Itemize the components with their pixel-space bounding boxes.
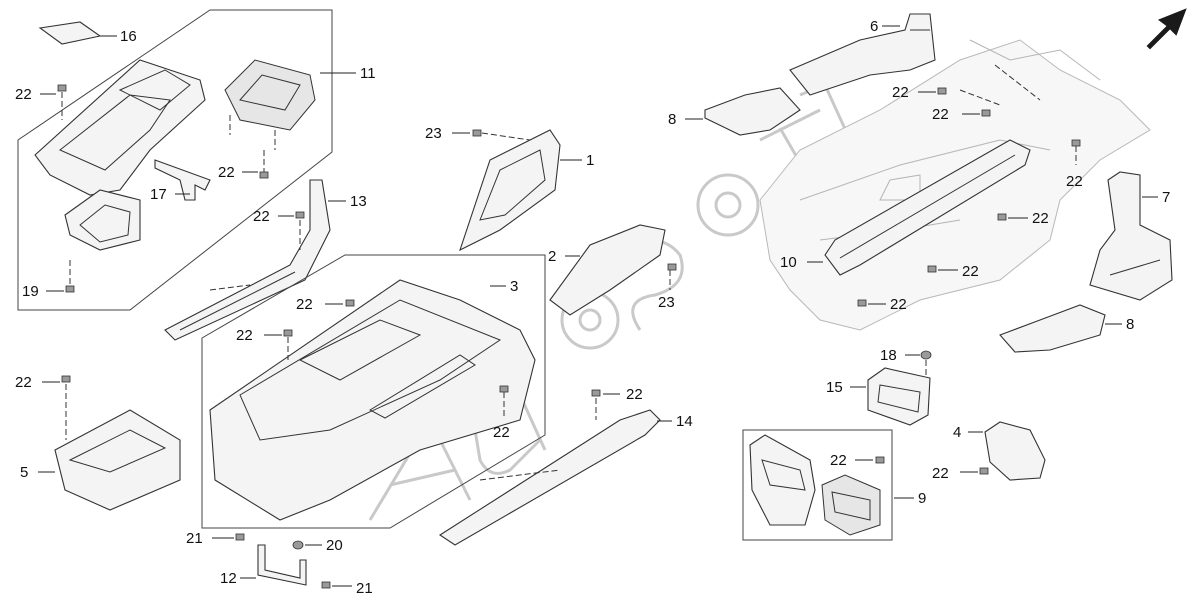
part-8-duct-upper: 8 <box>668 87 801 136</box>
callout-22-b: 22 <box>218 164 235 181</box>
part-15-rear-vent: 18 15 <box>826 347 932 426</box>
callout-22-c: 22 <box>253 208 270 225</box>
callout-2: 2 <box>548 248 556 265</box>
callout-11: 11 <box>360 65 376 82</box>
callout-22-g: 22 <box>15 374 32 391</box>
callout-9: 9 <box>918 490 926 507</box>
callout-22-d: 22 <box>296 296 313 313</box>
callout-21-a: 21 <box>186 530 203 547</box>
callout-19: 19 <box>22 283 39 300</box>
part-19-storage-tray: 19 <box>22 189 141 300</box>
callout-22-j: 22 <box>932 106 949 123</box>
part-2-side-panel: 2 23 <box>548 224 677 316</box>
callout-5: 5 <box>20 464 28 481</box>
part-17-bracket: 17 <box>150 159 211 203</box>
callout-18: 18 <box>880 347 897 364</box>
callout-7: 7 <box>1162 189 1170 206</box>
part-5-lower-tray: 5 22 <box>15 374 181 511</box>
part-9-rear-panel: 22 9 <box>742 429 926 541</box>
callout-23-b: 23 <box>658 294 675 311</box>
part-14-side-rail: 14 22 <box>438 386 693 546</box>
callout-22-l: 22 <box>1032 210 1049 227</box>
part-1-side-panel: 1 23 <box>425 125 594 252</box>
callout-14: 14 <box>676 413 693 430</box>
callout-12: 12 <box>220 570 237 587</box>
part-4-bracket: 4 22 <box>932 421 1046 482</box>
frame-main-console <box>201 254 546 529</box>
part-7-vertical-duct: 7 <box>1089 171 1173 301</box>
front-direction-arrow-icon <box>1146 8 1187 50</box>
screw-group-top-left: 22 22 <box>15 84 269 181</box>
callout-22-h: 22 <box>626 386 643 403</box>
callout-15: 15 <box>826 379 843 396</box>
callout-4: 4 <box>953 424 961 441</box>
callout-22-k: 22 <box>1066 173 1083 190</box>
part-13-side-trim: 13 22 <box>164 179 367 341</box>
callout-22-p: 22 <box>830 452 847 469</box>
callout-20: 20 <box>326 537 343 554</box>
callout-1: 1 <box>586 152 594 169</box>
part-3-center-console: 3 22 22 22 <box>209 278 536 521</box>
part-6-air-duct: 6 <box>789 13 936 96</box>
screw-group-upper-right: 22 22 22 22 22 22 <box>857 84 1083 313</box>
callout-6: 6 <box>870 18 878 35</box>
callout-23-a: 23 <box>425 125 442 142</box>
part-16-lid: 16 <box>38 21 137 45</box>
callout-16: 16 <box>120 28 137 45</box>
part-8-duct-lower: 8 <box>999 304 1134 353</box>
callout-8-a: 8 <box>668 111 676 128</box>
part-12-bracket: 12 21 20 21 <box>186 530 373 597</box>
part-10-long-rail: 10 <box>780 139 1031 276</box>
callout-22-a: 22 <box>15 86 32 103</box>
callout-8-b: 8 <box>1126 316 1134 333</box>
callout-22-e: 22 <box>236 327 253 344</box>
part-11-console-trim: 11 <box>34 59 376 196</box>
callout-17: 17 <box>150 186 167 203</box>
callout-3: 3 <box>510 278 518 295</box>
callout-22-m: 22 <box>962 263 979 280</box>
callout-22-n: 22 <box>890 296 907 313</box>
callout-10: 10 <box>780 254 797 271</box>
callout-22-o: 22 <box>932 465 949 482</box>
callout-13: 13 <box>350 193 367 210</box>
callout-22-i: 22 <box>892 84 909 101</box>
frame-top-left <box>17 9 333 311</box>
callout-21-b: 21 <box>356 580 373 597</box>
callout-22-f: 22 <box>493 424 510 441</box>
